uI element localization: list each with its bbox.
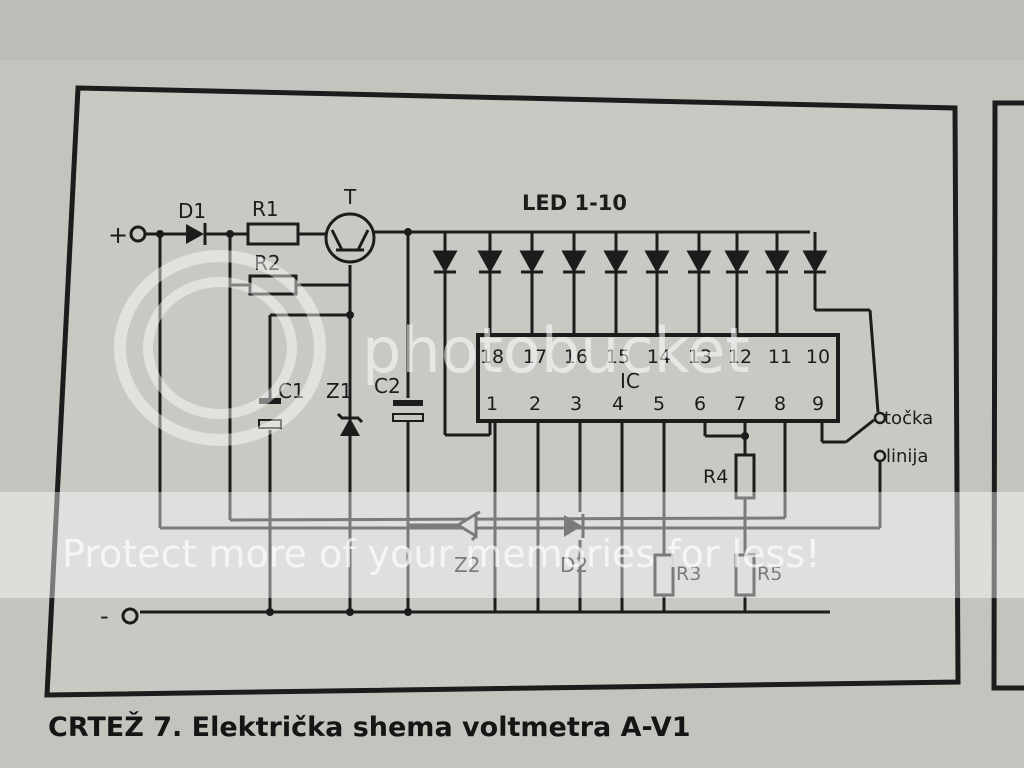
junctions: [156, 228, 749, 616]
resistor-r2: [248, 274, 298, 296]
z1-label: Z1: [326, 379, 352, 403]
watermark: photobucket: [114, 250, 750, 446]
zener-z1: [340, 418, 360, 436]
wires: [140, 230, 882, 614]
ic-pin-label: 7: [734, 393, 746, 415]
resistor-r3: [653, 553, 675, 597]
ic-pin-label: 18: [480, 346, 504, 368]
led-diode: [686, 250, 712, 274]
led-group-label: LED 1-10: [522, 191, 627, 215]
led-diode: [603, 250, 629, 274]
ic-label: IC: [620, 369, 640, 393]
switch-dot-label: točka: [884, 408, 933, 429]
d2-label: D2: [560, 553, 588, 577]
resistor-r4: [734, 453, 756, 500]
c1-label: C1: [278, 379, 305, 403]
r2-label: R2: [254, 251, 281, 275]
led-diode: [724, 250, 750, 274]
diode-d1: [186, 224, 204, 244]
led-diode: [764, 250, 790, 274]
ic-pin-label: 14: [647, 346, 671, 368]
ic-pin-label: 9: [812, 393, 824, 415]
led-diode: [644, 250, 670, 274]
ic-pin-label: 13: [688, 346, 712, 368]
capacitor-c1: [259, 398, 281, 404]
switch-contact-line: [873, 449, 887, 463]
r4-label: R4: [703, 466, 728, 488]
ic-pin-label: 16: [564, 346, 588, 368]
watermark-brand: photobucket: [362, 314, 750, 387]
led-diode: [802, 250, 828, 274]
ic-pin-label: 17: [523, 346, 547, 368]
led-diode: [477, 250, 503, 274]
led-diode: [561, 250, 587, 274]
c2-label: C2: [374, 374, 401, 398]
transistor-t: [324, 212, 376, 264]
led-array: [432, 250, 828, 274]
figure-caption: CRTEŽ 7. Električka shema voltmetra A-V1: [48, 711, 690, 743]
capacitor-c2: [393, 400, 423, 406]
d1-label: D1: [178, 199, 206, 223]
ic-pin-label: 1: [486, 393, 498, 415]
led-diode: [519, 250, 545, 274]
r1-label: R1: [252, 197, 279, 221]
resistor-r5: [734, 553, 756, 597]
switch-contact-dot: [873, 411, 887, 425]
r5-label: R5: [757, 563, 782, 585]
ic-pin-label: 4: [612, 393, 624, 415]
ic-pin-label: 3: [570, 393, 582, 415]
resistor-r1: [246, 222, 300, 246]
ic-body: [476, 333, 840, 423]
t-label: T: [343, 185, 357, 209]
watermark-banner-bg: [0, 492, 1024, 598]
input-plus-label: +: [108, 221, 128, 249]
input-minus-label: -: [100, 602, 109, 630]
ic-pins-bottom: 1 2 3 4 5 6 7 8 9: [486, 393, 824, 415]
ic-pin-label: 12: [728, 346, 752, 368]
ic-pin-label: 2: [529, 393, 541, 415]
diode-d2: [564, 515, 582, 537]
input-plus-terminal: [129, 225, 147, 243]
watermark-banner: Protect more of your memories for less!: [62, 532, 820, 576]
led-diode: [432, 250, 458, 274]
ic-pin-label: 11: [768, 346, 792, 368]
adjacent-frame: [991, 100, 1024, 691]
ic-pin-label: 10: [806, 346, 830, 368]
r3-label: R3: [676, 563, 701, 585]
ic-pins-top: 18 17 16 15 14 13 12 11 10: [480, 346, 830, 368]
ic-pin-label: 8: [774, 393, 786, 415]
input-minus-terminal: [121, 607, 139, 625]
switch-line-label: linija: [886, 446, 928, 467]
ic-pin-label: 5: [653, 393, 665, 415]
ic-pin-label: 6: [694, 393, 706, 415]
z2-label: Z2: [454, 553, 480, 577]
ic-pin-label: 15: [606, 346, 630, 368]
